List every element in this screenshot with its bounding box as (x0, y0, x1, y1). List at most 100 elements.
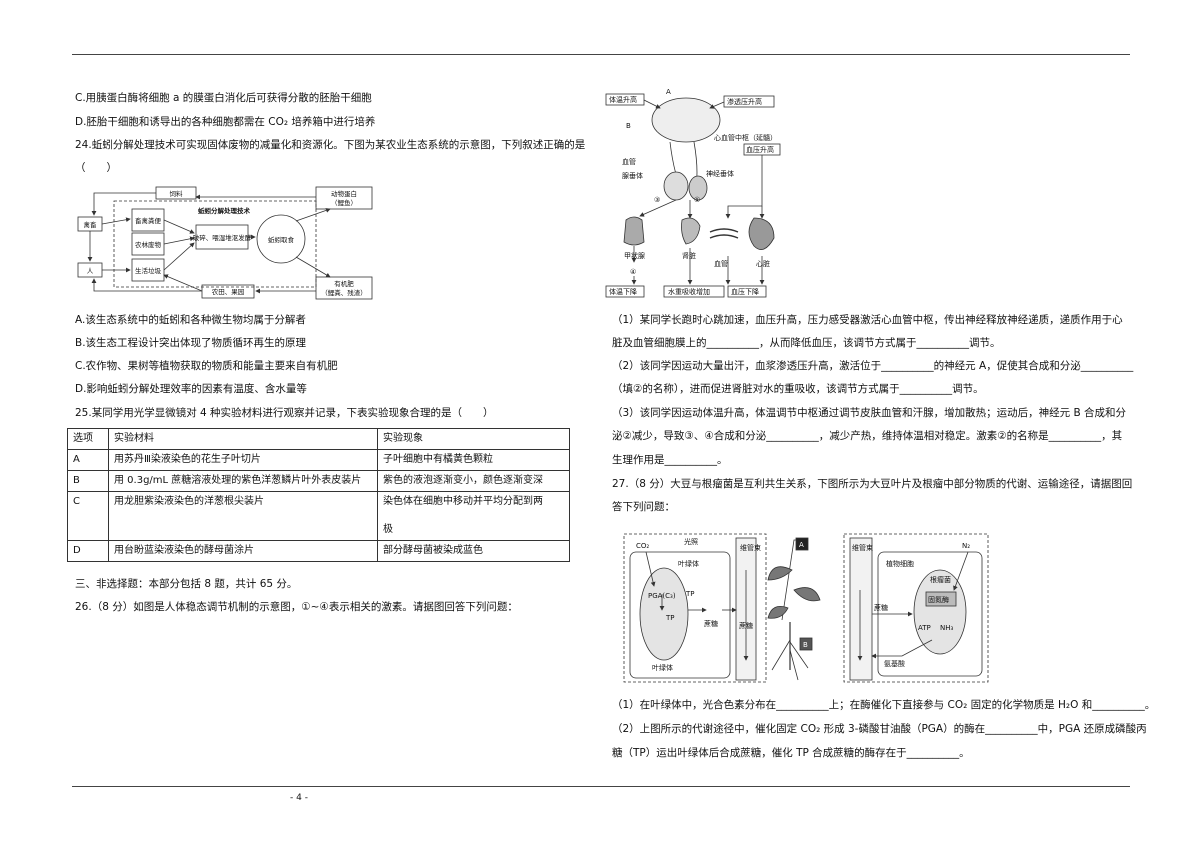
sucrose-label: 蔗糖 (704, 619, 718, 628)
amino-label: 氨基酸 (884, 659, 905, 668)
nh3-label: NH₃ (940, 624, 954, 632)
co2-label: CO₂ (636, 542, 649, 550)
pga-label: PGA(C₃) (648, 592, 676, 600)
q26-3-line-b: 泌②减少，导致③、④合成和分泌__________，减少产热，维持体温相对稳定。… (612, 430, 1123, 442)
q27-2-line-a: （2）上图所示的代谢途径中，催化固定 CO₂ 形成 3-磷酸甘油酸（PGA）的酶… (612, 723, 1147, 735)
table-cell: C (67, 491, 109, 541)
table-header: 实验材料 (108, 428, 378, 450)
table-row: C 用龙胆紫染液染色的洋葱根尖装片 染色体在细胞中移动并平均分配到两极 (67, 491, 570, 541)
q24-stem: 24.蚯蚓分解处理技术可实现固体废物的减量化和资源化。下图为某农业生态系统的示意… (75, 139, 586, 151)
nitrogenase-label: 固氮酶 (928, 595, 949, 604)
q27-soybean-diagram: CO₂ 光照 叶绿体 PGA(C₃) TP TP 蔗糖 叶绿体 维管束 蔗糖 A… (623, 533, 989, 683)
q26-homeostasis-diagram: 体温升高 A 渗透压升高 B 心血管中枢（延髓） 血压升高 血管 腺垂体 神经垂… (605, 88, 781, 298)
q25-table: 选项 实验材料 实验现象 A 用苏丹Ⅲ染液染色的花生子叶切片 子叶细胞中有橘黄色… (67, 428, 570, 562)
table-header: 选项 (67, 428, 109, 450)
pituitary-label: 腺垂体 (622, 171, 643, 180)
table-cell: 染色体在细胞中移动并平均分配到两极 (377, 491, 570, 541)
tp-label: TP (685, 590, 695, 598)
label-a: A (666, 88, 671, 96)
q26-1-line-b: 脏及血管细胞膜上的__________，从而降低血压，该调节方式属于______… (612, 337, 1001, 349)
osm-rise-label: 渗透压升高 (727, 97, 762, 106)
table-row: A 用苏丹Ⅲ染液染色的花生子叶切片 子叶细胞中有橘黄色颗粒 (67, 449, 570, 471)
q24-option-b: B.该生态工程设计突出体现了物质循环再生的原理 (75, 337, 307, 349)
plant-cell-label: 植物细胞 (886, 559, 914, 568)
chloroplast-label: 叶绿体 (652, 663, 673, 672)
feed-label: 饲料 (170, 189, 184, 198)
fertilizer-label: 有机肥 (334, 279, 354, 288)
q24-option-c: C.农作物、果树等植物获取的物质和能量主要来自有机肥 (75, 360, 338, 372)
q23-option-d: D.胚胎干细胞和诱导出的各种细胞都需在 CO₂ 培养箱中进行培养 (75, 116, 376, 128)
animal-protein-sub: （鲤鱼） (331, 198, 357, 207)
table-cell: D (67, 540, 109, 562)
animal-protein-label: 动物蛋白 (331, 189, 357, 198)
heart-label: 心脏 (756, 259, 770, 268)
cardio-center-label: 心血管中枢（延髓） (714, 133, 777, 142)
top-rule (72, 54, 1130, 55)
farm-waste-label: 农林废物 (135, 240, 162, 249)
q24-ecosystem-diagram: 饲料 动物蛋白 （鲤鱼） 蚯蚓分解处理技术 禽畜 人 畜禽粪便 农林废物 生活垃… (77, 186, 373, 300)
cell-line: 极 (383, 524, 393, 535)
table-cell: 用苏丹Ⅲ染液染色的花生子叶切片 (108, 449, 378, 471)
stroma-label: 叶绿体 (678, 559, 699, 568)
rhizobia-label: 根瘤菌 (930, 575, 951, 584)
sucrose3-label: 蔗糖 (874, 603, 888, 612)
phloem2-label: 维管束 (852, 543, 873, 552)
thyroid-label: 甲状腺 (624, 251, 645, 260)
q26-3-line-a: （3）该同学因运动体温升高，体温调节中枢通过调节皮肤血管和汗腺，增加散热；运动后… (612, 407, 1127, 419)
q27-2-line-b: 糖（TP）运出叶绿体后合成蔗糖，催化 TP 合成蔗糖的酶存在于_________… (612, 747, 970, 759)
table-cell: 紫色的液泡逐渐变小，颜色逐渐变深 (377, 470, 570, 492)
hormone-1-label: ① (694, 196, 700, 204)
crops-label: 农田、果园 (212, 287, 245, 296)
process-title: 蚯蚓分解处理技术 (198, 206, 251, 215)
manure-label: 畜禽粪便 (135, 216, 162, 225)
q26-stem: 26.（8 分）如图是人体稳态调节机制的示意图，①~④表示相关的激素。请据图回答… (75, 601, 518, 613)
process-label: 破碎、喂湿堆沤发酵 (193, 233, 252, 242)
temp-rise-label: 体温升高 (609, 95, 637, 104)
table-row: D 用台盼蓝染液染色的酵母菌涂片 部分酵母菌被染成蓝色 (67, 540, 570, 562)
fertilizer-sub: （鲤粪、残渣） (321, 288, 367, 297)
q26-2-line-a: （2）该同学因运动大量出汗，血浆渗透压升高，激活位于__________的神经元… (612, 360, 1134, 372)
q26-1-line-a: （1）某同学长跑时心跳加速，血压升高，压力感受器激活心血管中枢，传出神经释放神经… (612, 314, 1123, 326)
q27-1: （1）在叶绿体中，光合色素分布在__________上；在酶催化下直接参与 CO… (612, 699, 1156, 711)
page-number: - 4 - (290, 793, 308, 803)
table-cell: B (67, 470, 109, 492)
table-cell: A (67, 449, 109, 471)
table-cell: 用台盼蓝染液染色的酵母菌涂片 (108, 540, 378, 562)
hormone-4-label: ④ (630, 268, 636, 276)
n2-label: N₂ (962, 542, 970, 550)
hormone-3-label: ③ (654, 196, 660, 204)
q26-2-line-b: （填②的名称），进而促进肾脏对水的重吸收，该调节方式属于__________调节… (612, 383, 984, 395)
q24-paren: （ ） (75, 162, 117, 174)
q26-3-line-c: 生理作用是__________。 (612, 454, 728, 466)
bp-rise-label: 血压升高 (746, 145, 774, 154)
phloem-label: 维管束 (740, 543, 761, 552)
earthworm-label: 蚯蚓取食 (268, 235, 295, 244)
bottom-rule (72, 786, 1130, 787)
atp-label: ATP (918, 624, 931, 632)
table-cell: 用 0.3g/mL 蔗糖溶液处理的紫色洋葱鳞片叶外表皮装片 (108, 470, 378, 492)
vessel-label: 血管 (622, 157, 636, 166)
light-label: 光照 (684, 537, 698, 546)
table-header: 实验现象 (377, 428, 570, 450)
q24-option-a: A.该生态系统中的蚯蚓和各种微生物均属于分解者 (75, 314, 306, 326)
neurohypo-label: 神经垂体 (706, 169, 734, 178)
section-three-heading: 三、非选择题：本部分包括 8 题，共计 65 分。 (75, 578, 298, 590)
q27-stem-b: 答下列问题： (612, 501, 675, 513)
label-b: B (626, 122, 631, 130)
q23-option-c: C.用胰蛋白酶将细胞 a 的膜蛋白消化后可获得分散的胚胎干细胞 (75, 92, 372, 104)
temp-fall-label: 体温下降 (609, 287, 637, 296)
label-a: A (799, 541, 804, 549)
sucrose2-label: 蔗糖 (739, 621, 753, 630)
tp2-label: TP (665, 614, 675, 622)
table-header-row: 选项 实验材料 实验现象 (67, 428, 570, 450)
table-row: B 用 0.3g/mL 蔗糖溶液处理的紫色洋葱鳞片叶外表皮装片 紫色的液泡逐渐变… (67, 470, 570, 492)
table-cell: 部分酵母菌被染成蓝色 (377, 540, 570, 562)
vessel2-label: 血管 (714, 259, 728, 268)
bp-fall-label: 血压下降 (731, 287, 759, 296)
table-cell: 子叶细胞中有橘黄色颗粒 (377, 449, 570, 471)
table-cell: 用龙胆紫染液染色的洋葱根尖装片 (108, 491, 378, 541)
human-label: 人 (87, 267, 94, 275)
life-waste-label: 生活垃圾 (135, 266, 162, 275)
livestock-label: 禽畜 (84, 220, 98, 229)
water-up-label: 水重吸收增加 (668, 287, 710, 296)
